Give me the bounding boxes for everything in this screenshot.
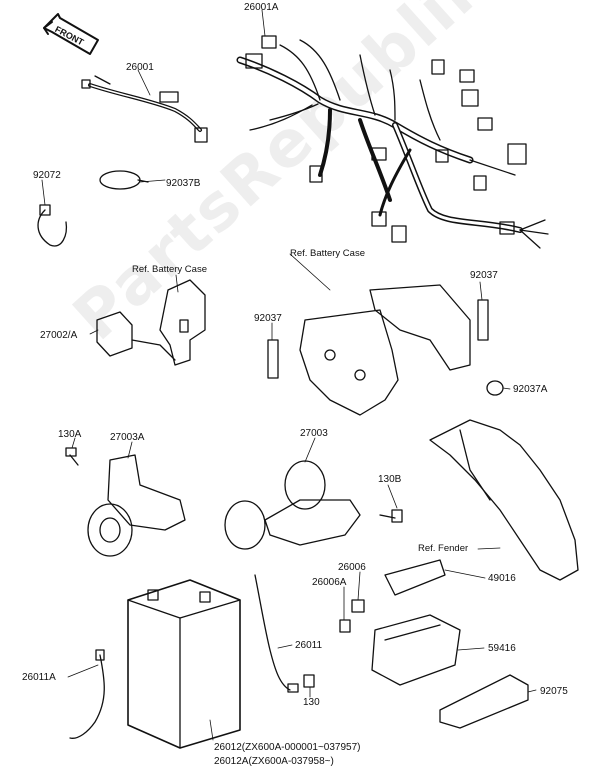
label-26006: 26006 [338, 562, 366, 573]
battery-lead-26011 [254, 574, 299, 693]
label-26006a: 26006A [312, 577, 347, 588]
battery-26012 [127, 579, 241, 749]
battery-lead-26011a [69, 649, 105, 739]
small-harness [81, 75, 208, 143]
label-92037-right: 92037 [470, 270, 498, 281]
fuse-box-59416 [371, 614, 461, 686]
label-27003a: 27003A [110, 432, 145, 443]
label-49016: 49016 [488, 573, 516, 584]
label-26011a: 26011A [22, 672, 56, 683]
label-26001a: 26001A [244, 2, 279, 13]
label-26012a: 26012A(ZX600A-037958~) [214, 756, 334, 767]
clip-92037a [486, 380, 504, 396]
screw-130 [303, 674, 315, 688]
main-wiring-harness [236, 35, 549, 249]
label-ref-battery-case-left: Ref. Battery Case [132, 264, 207, 275]
label-59416: 59416 [488, 643, 516, 654]
label-27002a: 27002/A [40, 330, 78, 341]
pad-92075 [439, 674, 529, 729]
rear-fender [429, 419, 579, 581]
label-ref-fender: Ref. Fender [418, 543, 469, 554]
battery-case-bracket [159, 279, 206, 366]
label-ref-battery-case-right: Ref. Battery Case [290, 248, 365, 259]
label-92072: 92072 [33, 170, 61, 181]
battery-case-large-bracket [267, 284, 489, 416]
clamp-92072 [37, 204, 68, 247]
label-27003: 27003 [300, 428, 328, 439]
label-92075: 92075 [540, 686, 568, 697]
label-26011: 26011 [295, 640, 323, 651]
horn-27003 [224, 460, 403, 550]
label-130a: 130A [58, 429, 82, 440]
label-130: 130 [303, 697, 320, 708]
label-92037b: 92037B [166, 178, 201, 189]
label-92037a: 92037A [513, 384, 548, 395]
relay-27002a [96, 311, 176, 361]
front-arrow-sign [43, 13, 99, 55]
horn-27003a [65, 447, 186, 557]
label-92037-left: 92037 [254, 313, 282, 324]
label-130b: 130B [378, 474, 402, 485]
strap-92037b [99, 170, 149, 190]
label-26012: 26012(ZX600A-000001~037957) [214, 742, 361, 753]
bracket-49016 [384, 559, 446, 596]
label-26001: 26001 [126, 62, 154, 73]
leader-lines [41, 9, 537, 741]
